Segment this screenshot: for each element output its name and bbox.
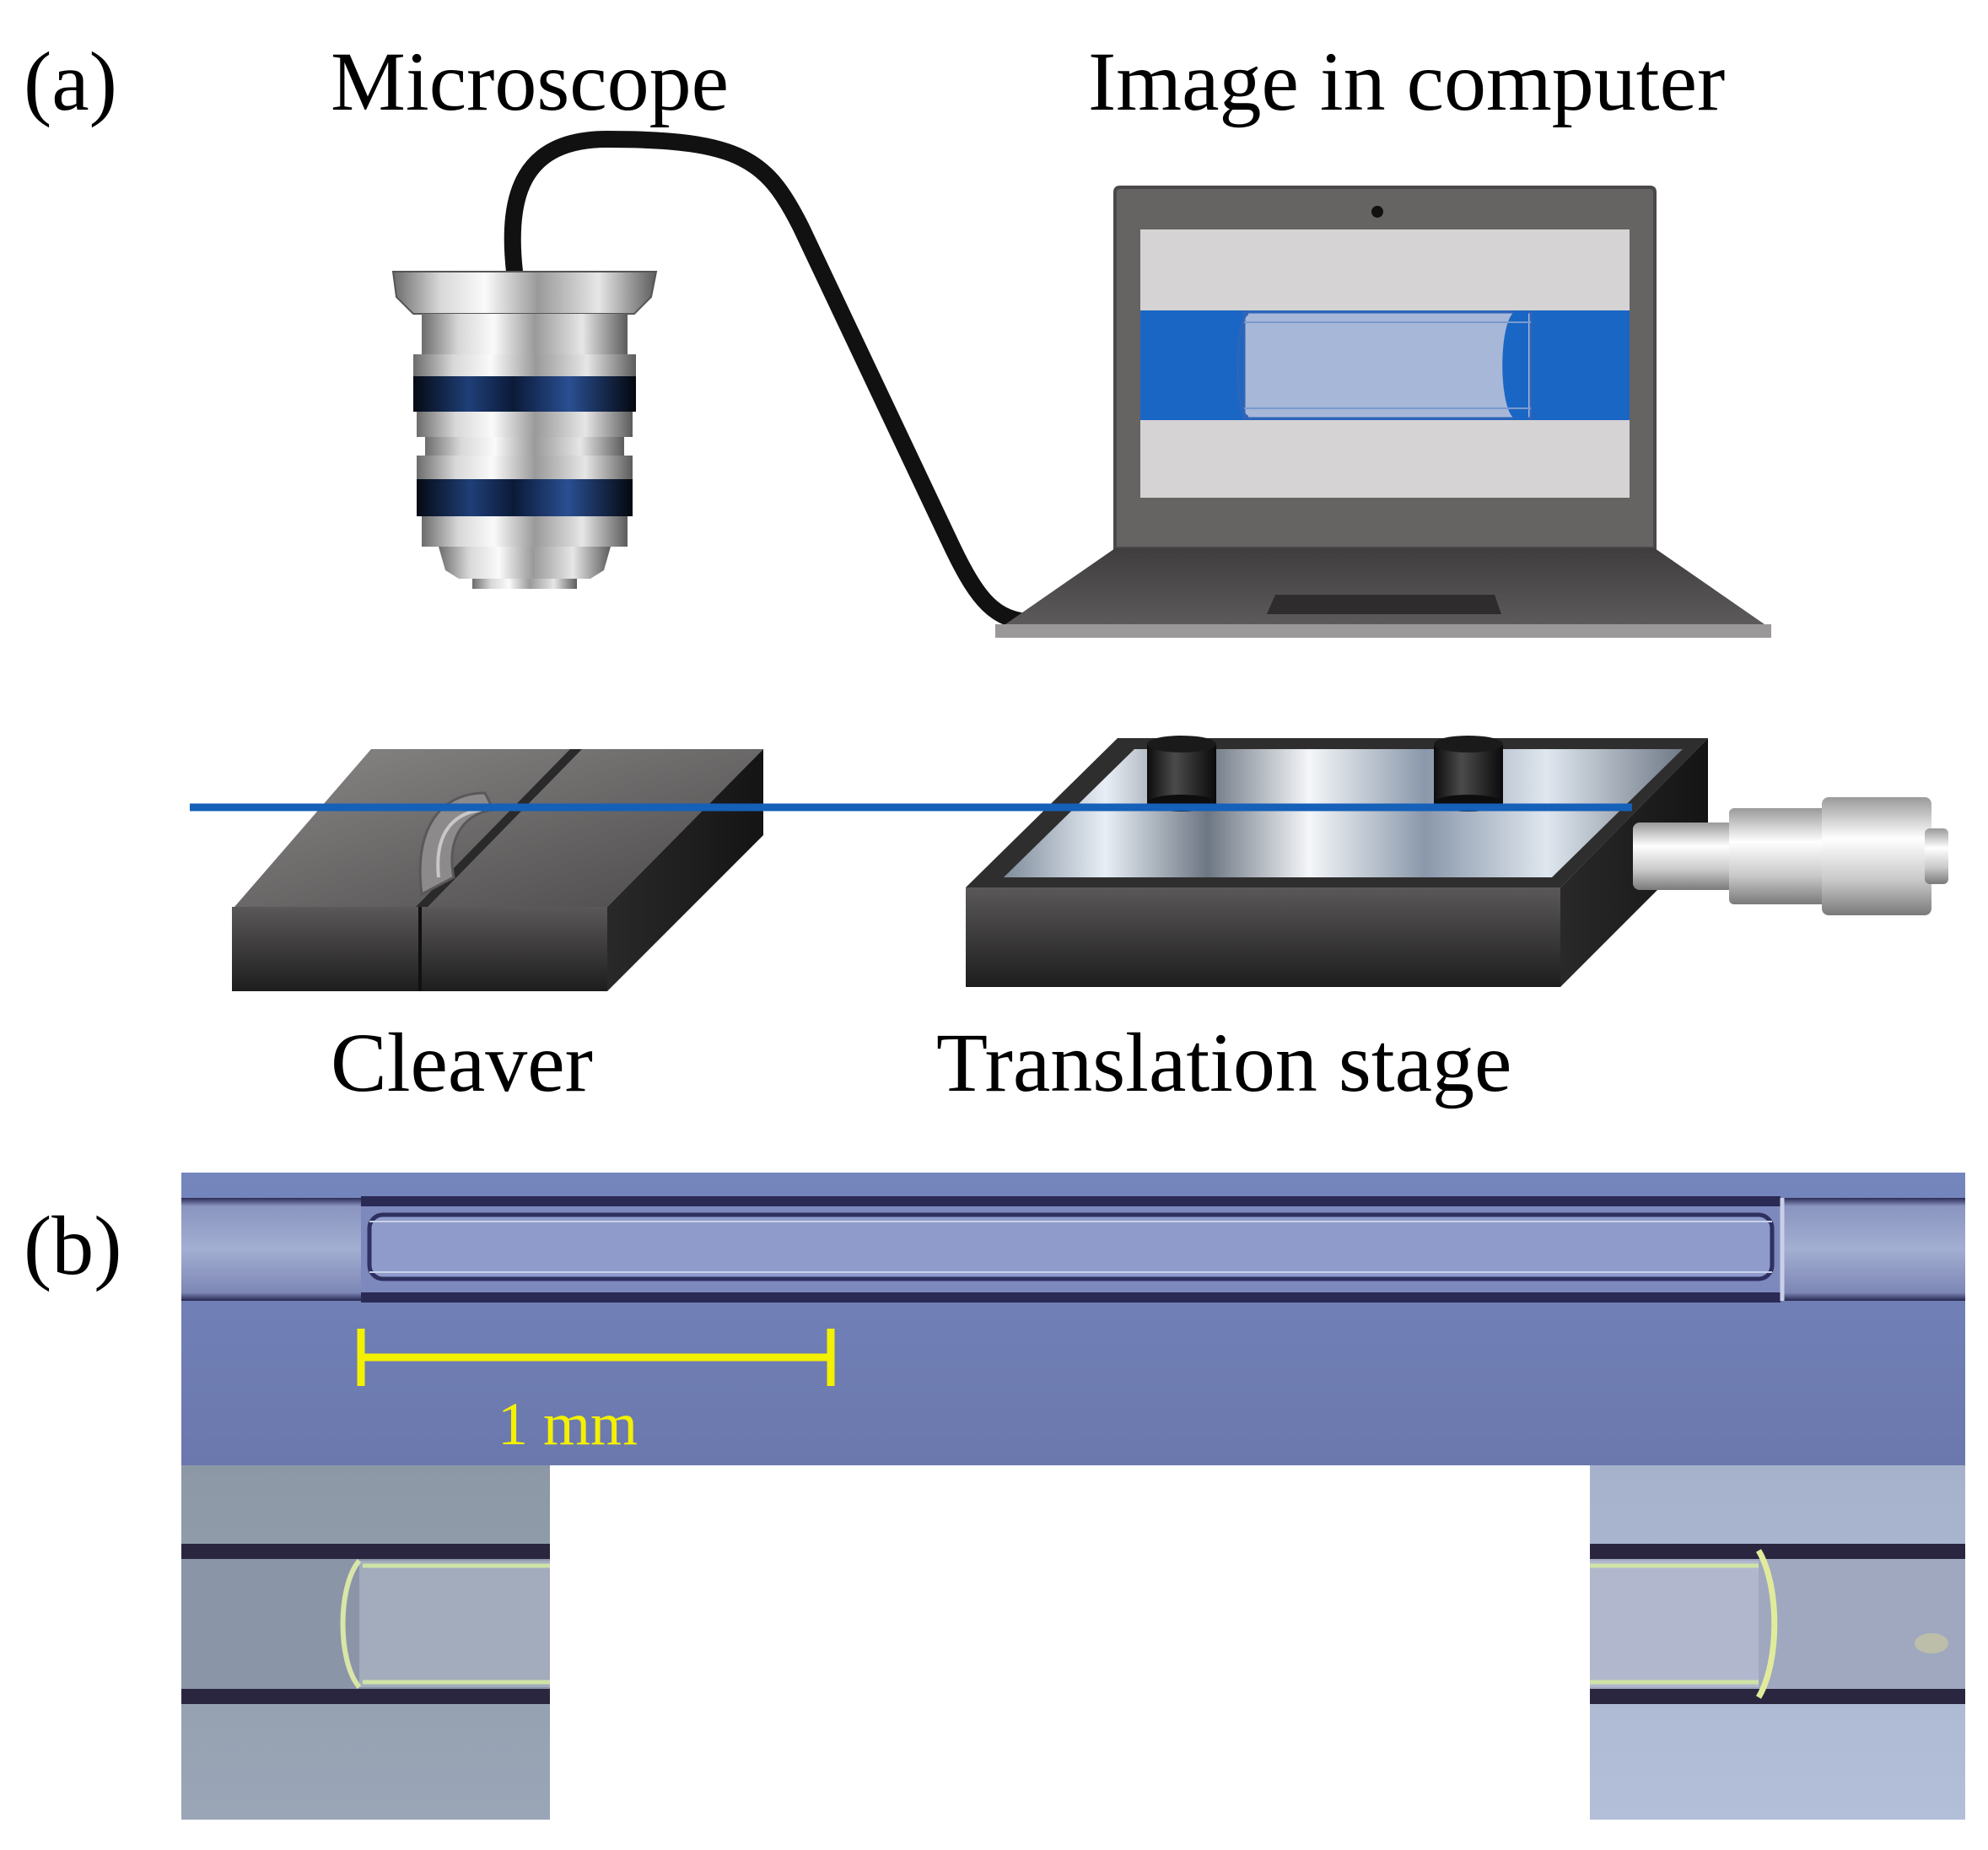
laptop-icon bbox=[995, 186, 1771, 638]
microscope-cable bbox=[504, 130, 1105, 633]
scale-bar bbox=[357, 1329, 835, 1386]
microscope-label: Microscope bbox=[331, 35, 729, 128]
cleaver-icon bbox=[232, 749, 763, 991]
micrograph-main: 1 mm bbox=[181, 1173, 1965, 1465]
cleaver-label: Cleaver bbox=[331, 1016, 593, 1109]
computer-label: Image in computer bbox=[1088, 35, 1725, 128]
translation-stage-icon bbox=[966, 736, 1948, 987]
micrograph-inset-left bbox=[181, 1465, 550, 1820]
microscope-icon bbox=[391, 271, 658, 589]
scale-bar-label: 1 mm bbox=[498, 1390, 638, 1458]
panel-b-label: (b) bbox=[24, 1199, 122, 1292]
panel-a-label: (a) bbox=[24, 35, 117, 128]
micrograph-inset-right bbox=[1590, 1465, 1965, 1820]
translation-stage-label: Translation stage bbox=[936, 1016, 1511, 1109]
